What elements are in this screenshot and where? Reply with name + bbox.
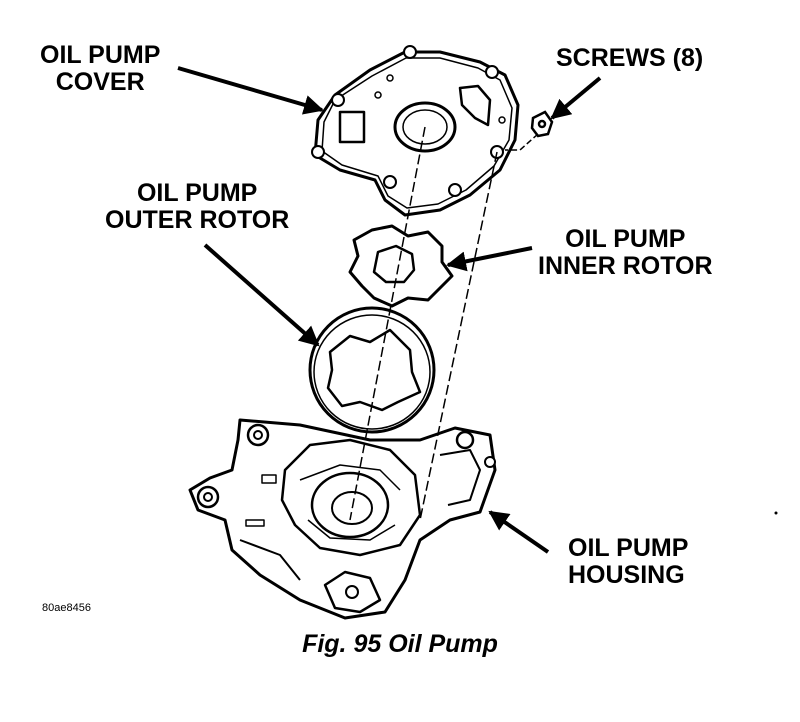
figure-code: 80ae8456 bbox=[42, 602, 91, 614]
screws-arrow bbox=[550, 76, 602, 120]
screw-part bbox=[530, 110, 554, 138]
inner-rotor-part bbox=[348, 224, 454, 308]
label-screws: SCREWS (8) bbox=[556, 44, 704, 72]
leader-arrows bbox=[177, 66, 602, 554]
alignment-lines bbox=[349, 126, 498, 521]
figure-caption: Fig. 95 Oil Pump bbox=[302, 630, 498, 658]
cover-arrow bbox=[177, 66, 324, 115]
oil-pump-housing-part bbox=[188, 418, 497, 620]
label-inner-rotor: OIL PUMP INNER ROTOR bbox=[538, 225, 713, 280]
oil-pump-cover-part bbox=[311, 45, 520, 217]
label-outer-rotor: OIL PUMP OUTER ROTOR bbox=[105, 179, 290, 234]
label-housing: OIL PUMP HOUSING bbox=[568, 534, 689, 589]
inner-rotor-arrow bbox=[446, 246, 533, 272]
outer-rotor-arrow bbox=[203, 243, 320, 347]
outer-rotor-part bbox=[308, 306, 436, 434]
label-oil-pump-cover: OIL PUMP COVER bbox=[40, 41, 161, 96]
housing-arrow bbox=[488, 510, 550, 554]
